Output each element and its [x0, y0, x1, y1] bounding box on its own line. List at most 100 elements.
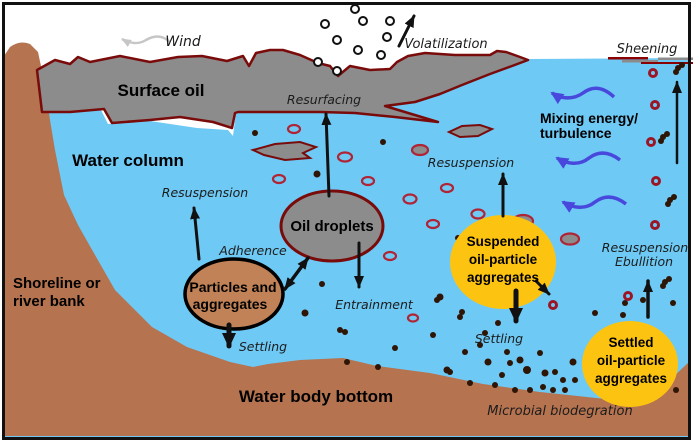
oil-droplet-icon [650, 100, 660, 110]
particle-dot-icon [569, 358, 577, 366]
particle-dot-icon [482, 330, 488, 336]
particle-dot-icon [552, 369, 558, 375]
resuspension-right-label: Resuspension [602, 240, 689, 255]
resurfacing-arrow [321, 112, 332, 198]
particle-dot-icon [342, 329, 348, 335]
particle-dot-icon [252, 130, 258, 136]
oil-droplet-icon [425, 218, 441, 230]
gas-bubble-icon [382, 32, 392, 42]
oil-droplet-icon [623, 291, 633, 301]
particle-dot-icon [541, 369, 549, 377]
volatilization-arrow [397, 14, 416, 48]
oil-droplet-icon [271, 173, 287, 185]
oil-droplet-icon [360, 175, 376, 187]
settled-opa-label-line3: aggregates [595, 371, 667, 386]
resurfacing-label: Resurfacing [287, 92, 361, 107]
particle-dots [252, 130, 679, 393]
oil-droplet-icon [336, 151, 354, 163]
particle-dot-icon [562, 387, 568, 393]
surface-oil-region [35, 48, 530, 130]
shoreline-and-bottom-region [4, 42, 689, 436]
ebullition-label: Ebullition [615, 254, 673, 269]
wind-label: Wind [165, 34, 201, 50]
particle-dot-icon [313, 170, 321, 178]
suspended-opa-label-line1: Suspended [467, 234, 540, 249]
adherence-double-arrow [283, 256, 310, 291]
particle-dot-icon [319, 281, 325, 287]
particle-dot-icon [484, 358, 492, 366]
subsurface-oil-patch [446, 123, 495, 139]
particle-dot-icon [592, 310, 598, 316]
oil-droplet-icon [402, 193, 418, 205]
oil-droplets-label: Oil droplets [290, 218, 373, 235]
settled-opa-node [582, 321, 678, 407]
oil-droplet-icon [548, 300, 558, 310]
particle-dot-icon [527, 387, 533, 393]
particle-dot-icon [434, 297, 440, 303]
turbulence-wave-arrows [550, 86, 628, 213]
sheen-streak [608, 57, 648, 60]
particles-aggregates-node [183, 257, 285, 331]
particle-dot-icon [380, 139, 386, 145]
particle-dot-icon [523, 366, 531, 374]
particle-dot-icon [375, 364, 381, 370]
water-column-label: Water column [72, 151, 184, 170]
subsurface-oil-patch [250, 140, 319, 162]
gas-bubble-icon [320, 19, 330, 29]
resuspension-left-label: Resuspension [162, 185, 249, 200]
oil-droplet-icon [382, 250, 398, 262]
suspended-opa-label-line3: aggregates [467, 270, 539, 285]
particle-dot-icon [550, 387, 556, 393]
gas-bubble-icon [313, 57, 323, 67]
particle-dot-icon [301, 309, 309, 317]
particle-dot-icon [495, 320, 501, 326]
gas-bubble-icon [353, 45, 363, 55]
sheen-streak [622, 60, 658, 63]
gas-bubble-icon [332, 66, 342, 76]
oil-droplet-icon [470, 208, 486, 220]
aggregate-cluster-icon [660, 283, 666, 289]
adherence-label: Adherence [218, 243, 287, 258]
particle-dot-icon [537, 350, 543, 356]
oil-droplet-donuts [548, 68, 661, 310]
aggregate-cluster-icon [666, 276, 672, 282]
volatilization-label: Volatilization [404, 37, 487, 52]
particle-dot-icon [516, 356, 524, 364]
suspended-opa-node [450, 215, 556, 309]
shoreline-label-line1: Shoreline or [13, 275, 101, 292]
particle-dot-icon [560, 377, 566, 383]
surface-oil-label: Surface oil [118, 81, 205, 100]
turbulence-wave-arrow [550, 86, 616, 105]
particle-dot-icon [540, 384, 546, 390]
particle-dot-icon [640, 297, 646, 303]
aggregate-cluster-icon [665, 201, 671, 207]
oil-droplet-icon [406, 313, 420, 323]
particles-label-line2: aggregates [193, 296, 268, 312]
oil-droplet-icon [439, 182, 455, 194]
sheening-label: Sheening [617, 42, 678, 57]
gas-bubble-icon [376, 50, 386, 60]
entrainment-label: Entrainment [335, 297, 414, 312]
microbial-biodegradation-label: Microbial biodegration [487, 404, 632, 419]
particle-dot-icon [344, 359, 350, 365]
aggregate-cluster-icon [671, 194, 677, 200]
process-arrows [190, 14, 682, 349]
opa-transfer-arrow [534, 279, 551, 296]
oil-droplet-icon [410, 143, 430, 157]
particle-dot-icon [622, 300, 628, 306]
resuspension-left-arrow [190, 206, 201, 261]
particle-dot-icon [459, 309, 465, 315]
water-body-bottom-label: Water body bottom [239, 387, 393, 406]
oil-droplet-icon [648, 68, 658, 78]
particle-dot-icon [457, 314, 463, 320]
oil-droplet-icon [651, 176, 661, 186]
settled-opa-label-line1: Settled [608, 335, 653, 350]
particle-dot-icon [492, 382, 498, 388]
settling-mid-label: Settling [475, 331, 523, 346]
aggregate-cluster-icon [673, 69, 679, 75]
wind-arrow [121, 35, 171, 47]
mixing-energy-label-line2: turbulence [540, 125, 612, 141]
oil-droplet-icon [646, 137, 656, 147]
